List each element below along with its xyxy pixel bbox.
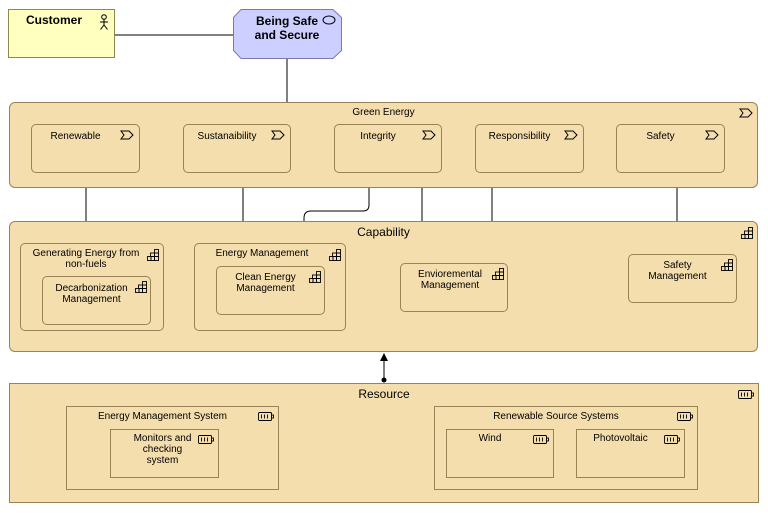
battery-icon (258, 412, 274, 421)
value-stream-chevron-icon (739, 108, 753, 118)
resource-item-label: Wind (478, 433, 502, 444)
capability-generating-energy[interactable]: Generating Energy from non-fuels Decarbo… (20, 243, 164, 331)
customer-label: Customer (25, 13, 82, 27)
capability-icon (721, 259, 733, 271)
capability-decarbonization[interactable]: Decarbonization Management (42, 276, 151, 325)
capability-label: Capability (357, 225, 410, 239)
battery-icon (533, 435, 549, 444)
customer-stakeholder[interactable]: Customer (8, 9, 115, 58)
stage-label: Sustanaibility (197, 131, 257, 142)
stage-sustanaibility[interactable]: Sustanaibility (183, 124, 291, 173)
capability-group-label: Energy Management (215, 248, 309, 259)
resource-monitors[interactable]: Monitors and checking system (110, 429, 219, 478)
value-stream-chevron-icon (705, 130, 719, 140)
capability-icon (309, 271, 321, 283)
resource-renewable-source-systems[interactable]: Renewable Source Systems Wind Photovolta… (434, 406, 698, 490)
capability-item-label: Clean Energy Management (235, 272, 296, 294)
capability-item-label: Envioremental Management (418, 269, 482, 291)
value-stream-chevron-icon (271, 130, 285, 140)
value-stream-label: Green Energy (352, 107, 415, 118)
battery-icon (664, 435, 680, 444)
goal-being-safe[interactable]: Being Safe and Secure (233, 9, 341, 58)
actor-icon (100, 14, 108, 30)
resource-energy-management-system[interactable]: Energy Management System Monitors and ch… (66, 406, 279, 490)
capability-icon (135, 281, 147, 293)
capability-clean-energy[interactable]: Clean Energy Management (216, 266, 325, 315)
stage-label: Safety (646, 131, 675, 142)
capability-icon (147, 249, 159, 261)
capability-icon (329, 249, 341, 261)
capability-envioremental[interactable]: Envioremental Management (400, 263, 508, 312)
capability-item-label: Decarbonization Management (55, 283, 128, 305)
resource-group-label: Renewable Source Systems (493, 411, 619, 422)
goal-shape (233, 9, 342, 59)
stage-renewable[interactable]: Renewable (31, 124, 140, 173)
stage-integrity[interactable]: Integrity (334, 124, 442, 173)
value-stream-chevron-icon (564, 130, 578, 140)
value-stream-chevron-icon (120, 130, 134, 140)
goal-label: Being Safe and Secure (254, 14, 320, 42)
resource-wind[interactable]: Wind (446, 429, 554, 478)
battery-icon (677, 412, 693, 421)
junction-dot (381, 377, 387, 383)
capability-energy-management[interactable]: Energy Management Clean Energy Managemen… (194, 243, 346, 331)
capability-item-label: Safety Management (648, 260, 707, 282)
resource-label: Resource (358, 387, 410, 401)
stage-label: Responsibility (488, 131, 551, 142)
capability-container[interactable]: Capability Generating Energy from non-fu… (9, 221, 758, 352)
stage-label: Integrity (360, 131, 396, 142)
stage-safety[interactable]: Safety (616, 124, 725, 173)
goal-ellipse-icon (322, 15, 336, 25)
capability-safety-management[interactable]: Safety Management (628, 254, 737, 303)
resource-item-label: Photovoltaic (593, 433, 648, 444)
resource-container[interactable]: Resource Energy Management System Monito… (9, 383, 759, 503)
resource-item-label: Monitors and checking system (133, 433, 192, 466)
resource-group-label: Energy Management System (98, 411, 227, 422)
value-stream-green-energy[interactable]: Green Energy Renewable Sustanaibility In… (9, 102, 758, 188)
stage-responsibility[interactable]: Responsibility (475, 124, 584, 173)
capability-icon (741, 227, 753, 239)
battery-icon (198, 435, 214, 444)
resource-photovoltaic[interactable]: Photovoltaic (576, 429, 685, 478)
battery-icon (738, 390, 754, 399)
capability-group-label: Generating Energy from non-fuels (32, 248, 140, 270)
stage-label: Renewable (50, 131, 101, 142)
capability-icon (492, 268, 504, 280)
value-stream-chevron-icon (422, 130, 436, 140)
